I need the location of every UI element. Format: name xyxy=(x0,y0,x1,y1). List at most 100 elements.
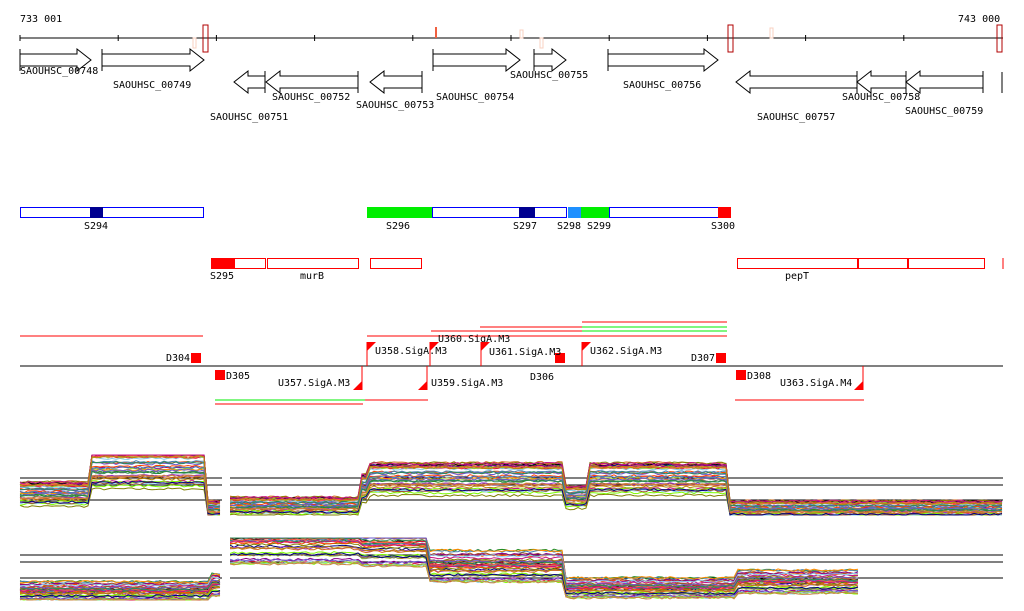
expression-series-line xyxy=(229,560,859,599)
expression-series-line xyxy=(229,539,859,590)
gene-saouhsc_00757[interactable]: SAOUHSC_00757 xyxy=(735,69,858,123)
gene-label: SAOUHSC_00752 xyxy=(272,92,350,103)
expression-series-line xyxy=(229,461,1003,504)
expression-series-line xyxy=(229,562,859,600)
feature-label: U362.SigA.M3 xyxy=(590,346,662,357)
gene-saouhsc_00756[interactable]: SAOUHSC_00756 xyxy=(607,47,719,91)
segment-box xyxy=(370,258,422,269)
segment-label: pepT xyxy=(785,271,809,282)
gene-label: SAOUHSC_00758 xyxy=(842,92,920,103)
expression-series-line xyxy=(19,468,221,511)
segment-mark xyxy=(211,258,235,269)
expression-series-line xyxy=(19,470,221,511)
gene-label: SAOUHSC_00749 xyxy=(113,80,191,91)
promoter-flag-icon xyxy=(582,342,591,351)
expression-series-line xyxy=(19,585,221,596)
expression-series-line xyxy=(20,480,221,515)
segment-box xyxy=(581,207,609,218)
expression-series-line xyxy=(229,558,859,598)
gene-arrow-icon xyxy=(233,69,266,95)
feature-label: U359.SigA.M3 xyxy=(431,378,503,389)
gene-saouhsc_00749[interactable]: SAOUHSC_00749 xyxy=(101,47,205,91)
segment-box xyxy=(432,207,567,218)
expression-series-line xyxy=(230,537,859,588)
feature-label: U358.SigA.M3 xyxy=(375,346,447,357)
segment-mark xyxy=(519,207,535,218)
gene-saouhsc_00748[interactable]: SAOUHSC_00748 xyxy=(19,47,98,77)
expression-series-line xyxy=(19,576,221,587)
gene-label: SAOUHSC_00748 xyxy=(20,66,98,77)
expression-series-line xyxy=(19,583,221,593)
segment-label: S298 xyxy=(557,221,581,232)
gene-arrow-icon xyxy=(533,47,567,73)
gene-arrow-icon xyxy=(369,69,423,95)
segment-label: S297 xyxy=(513,221,537,232)
feature-label: D305 xyxy=(226,371,250,382)
gene-track: SAOUHSC_00748SAOUHSC_00749SAOUHSC_00751S… xyxy=(19,47,1003,123)
gene-saouhsc_00755[interactable]: SAOUHSC_00755 xyxy=(510,47,588,81)
gene-arrow-icon xyxy=(432,47,521,73)
gene-arrow-icon xyxy=(607,47,719,73)
feature-label: U361.SigA.M3 xyxy=(489,347,561,358)
axis-start-label: 733 001 xyxy=(20,14,62,25)
gene-label: SAOUHSC_00754 xyxy=(436,92,514,103)
gene-saouhsc_00759[interactable]: SAOUHSC_00759 xyxy=(905,69,984,117)
segment-label: S296 xyxy=(386,221,410,232)
gene-label: SAOUHSC_00753 xyxy=(356,100,434,111)
expression-series-line xyxy=(19,455,221,506)
expression-series-line xyxy=(19,474,221,513)
promoter-flag-icon xyxy=(481,342,490,351)
promoter-flag-icon xyxy=(367,342,376,351)
expression-series-line xyxy=(19,465,221,509)
expression-series-line xyxy=(19,594,221,601)
expression-series-line xyxy=(19,475,221,514)
feature-label: D304 xyxy=(166,353,190,364)
gene-arrow-icon xyxy=(19,47,92,73)
expression-series-line xyxy=(19,454,221,505)
segment-box xyxy=(609,207,731,218)
gene-saouhsc_00752[interactable]: SAOUHSC_00752 xyxy=(265,69,359,103)
gene-label: SAOUHSC_00757 xyxy=(757,112,835,123)
segment-box xyxy=(908,258,985,269)
coordinate-axis: 733 001 743 000 xyxy=(19,14,1003,53)
terminator-icon xyxy=(215,370,225,380)
feature-label: D308 xyxy=(747,371,771,382)
marker-icon xyxy=(192,37,197,49)
expression-series-line xyxy=(229,479,1003,512)
promoter-flag-icon xyxy=(353,381,362,390)
segment-label: S300 xyxy=(711,221,735,232)
gene-arrow-icon xyxy=(905,69,984,95)
segment-label: S299 xyxy=(587,221,611,232)
gene-arrow-icon xyxy=(101,47,205,73)
gene-label: SAOUHSC_00755 xyxy=(510,70,588,81)
gene-arrow-icon xyxy=(265,69,359,95)
gene-label: SAOUHSC_00756 xyxy=(623,80,701,91)
promoter-flag-icon xyxy=(418,381,427,390)
expression-series-line xyxy=(229,552,858,596)
promoter-flag-icon xyxy=(430,342,439,351)
feature-label: U357.SigA.M3 xyxy=(278,378,350,389)
feature-label: D306 xyxy=(530,372,554,383)
segment-box xyxy=(367,207,432,218)
segment-mark xyxy=(718,207,731,218)
marker-icon xyxy=(539,37,544,49)
segment-box xyxy=(568,207,581,218)
marker-icon xyxy=(202,24,209,53)
marker-icon xyxy=(519,29,524,39)
gene-saouhsc_00751[interactable]: SAOUHSC_00751 xyxy=(210,69,288,123)
gene-saouhsc_00754[interactable]: SAOUHSC_00754 xyxy=(432,47,521,103)
gene-saouhsc_00753[interactable]: SAOUHSC_00753 xyxy=(356,69,434,111)
axis-end-label: 743 000 xyxy=(958,14,1000,25)
marker-icon xyxy=(769,27,774,39)
expression-series-line xyxy=(229,482,1003,514)
terminator-icon xyxy=(716,353,726,363)
segment-label: S295 xyxy=(210,271,234,282)
expression-series-line xyxy=(229,552,859,595)
promoter-flag-icon xyxy=(854,381,863,390)
segment-mark xyxy=(90,207,103,218)
terminator-icon xyxy=(191,353,201,363)
expression-series-line xyxy=(229,488,1003,516)
expression-series-line xyxy=(19,454,221,503)
segment-label: S294 xyxy=(84,221,108,232)
